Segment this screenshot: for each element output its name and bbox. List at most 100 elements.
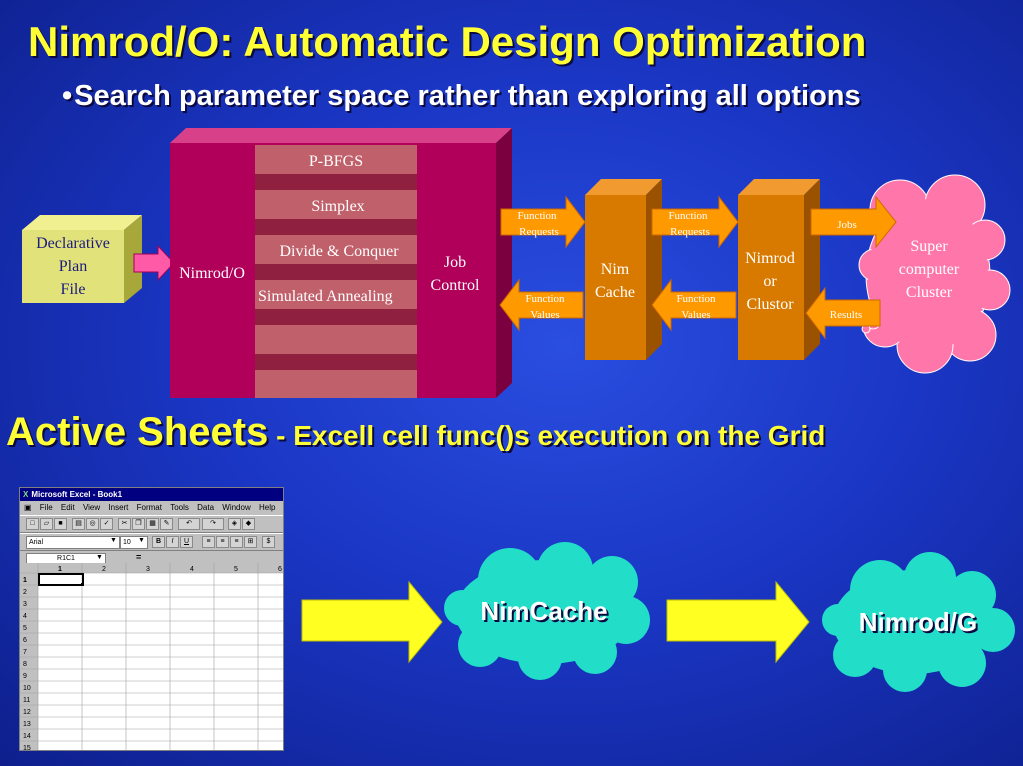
results-arrow: Results [805, 286, 881, 340]
function-values-arrow-2: Function Values [651, 278, 737, 332]
function-values-arrow-1: Function Values [499, 278, 584, 332]
row-header[interactable]: 6 [23, 637, 27, 644]
row-header[interactable]: 2 [23, 589, 27, 596]
menu-window[interactable]: Window [222, 503, 251, 512]
document-menu-icon[interactable]: ▣ [24, 503, 32, 512]
menu-data[interactable]: Data [197, 503, 215, 512]
column-header[interactable]: 3 [146, 566, 150, 573]
format-painter-icon[interactable]: ✎ [160, 518, 173, 530]
jobs-label: Jobs [837, 219, 857, 231]
formula-equals-button[interactable]: = [136, 552, 142, 562]
active-sheets-title: Active Sheets [6, 410, 269, 454]
menu-edit[interactable]: Edit [60, 503, 75, 512]
nimrodo-label: Nimrod/O [179, 265, 245, 282]
bold-icon[interactable]: B [152, 536, 165, 548]
align-right-icon[interactable]: ≡ [230, 536, 243, 548]
supercomputer-line3: Cluster [906, 284, 953, 301]
nimrod-clustor-box: Nimrod or Clustor [738, 179, 820, 360]
menu-insert[interactable]: Insert [108, 503, 129, 512]
hyperlink-icon[interactable]: ◈ [228, 518, 241, 530]
menu-tools[interactable]: Tools [170, 503, 189, 512]
align-center-icon[interactable]: ≡ [216, 536, 229, 548]
row-header[interactable]: 7 [23, 649, 27, 656]
function-requests-arrow-1: Function Requests [500, 195, 586, 249]
merge-center-icon[interactable]: ⊞ [244, 536, 257, 548]
size-dropdown-icon[interactable]: ▼ [138, 537, 145, 544]
algo-simplex: Simplex [311, 198, 364, 215]
nimrodo-module: P-BFGS Simplex Divide & Conquer Simulate… [170, 128, 512, 398]
print-preview-icon[interactable]: ◎ [86, 518, 99, 530]
excel-menubar: ▣ File Edit View Insert Format Tools Dat… [20, 501, 283, 515]
function-values-1-line2: Values [530, 309, 559, 321]
new-icon[interactable]: □ [26, 518, 39, 530]
italic-icon[interactable]: I [166, 536, 179, 548]
nimcache-cloud: NimCache [444, 542, 650, 680]
row-header[interactable]: 15 [23, 745, 31, 751]
function-values-2-line1: Function [676, 293, 716, 305]
underline-icon[interactable]: U [180, 536, 193, 548]
font-dropdown-icon[interactable]: ▼ [110, 537, 117, 544]
menu-view[interactable]: View [82, 503, 101, 512]
plan-file-box: Declarative Plan File [22, 215, 142, 303]
row-header[interactable]: 5 [23, 625, 27, 632]
bullet-icon: • [62, 80, 73, 112]
row-header[interactable]: 4 [23, 613, 27, 620]
function-requests-arrow-2: Function Requests [651, 195, 739, 249]
plan-file-line1: Declarative [36, 235, 110, 252]
algo-divide-conquer: Divide & Conquer [279, 243, 399, 260]
excel-title-text: Microsoft Excel - Book1 [31, 490, 123, 499]
column-header[interactable]: 1 [58, 566, 62, 573]
row-header[interactable]: 8 [23, 661, 27, 668]
namebox-dropdown-icon[interactable]: ▼ [96, 554, 103, 561]
nim-cache-box: Nim Cache [585, 179, 662, 360]
function-values-2-line2: Values [681, 309, 710, 321]
row-header[interactable]: 1 [23, 577, 27, 584]
nimrodg-cloud: Nimrod/G [822, 552, 1015, 692]
column-header[interactable]: 2 [102, 566, 106, 573]
open-icon[interactable]: ▱ [40, 518, 53, 530]
row-header[interactable]: 14 [23, 733, 31, 740]
paste-icon[interactable]: ▦ [146, 518, 159, 530]
row-header[interactable]: 13 [23, 721, 31, 728]
flow-arrow-2 [666, 580, 810, 664]
active-cell[interactable] [38, 573, 84, 586]
print-icon[interactable]: ▤ [72, 518, 85, 530]
undo-icon[interactable]: ↶ [178, 518, 200, 530]
row-header[interactable]: 9 [23, 673, 27, 680]
column-header[interactable]: 6 [278, 566, 282, 573]
menu-help[interactable]: Help [258, 503, 276, 512]
nim-cache-line1: Nim [601, 261, 630, 278]
save-icon[interactable]: ■ [54, 518, 67, 530]
menu-file[interactable]: File [39, 503, 53, 512]
subtitle-text: Search parameter space rather than explo… [74, 80, 861, 112]
formatting-toolbar: Arial ▼ 10 ▼ B I U ≡ ≡ ≡ ⊞ $ [20, 533, 283, 551]
function-requests-1-line2: Requests [519, 226, 559, 238]
row-header[interactable]: 10 [23, 685, 31, 692]
column-header[interactable]: 5 [234, 566, 238, 573]
currency-icon[interactable]: $ [262, 536, 275, 548]
plan-to-nimrodo-arrow [133, 244, 175, 282]
fill-handle[interactable] [81, 583, 84, 586]
font-size-select[interactable]: 10 [120, 536, 148, 549]
copy-icon[interactable]: ❐ [132, 518, 145, 530]
row-header[interactable]: 3 [23, 601, 27, 608]
row-header[interactable]: 12 [23, 709, 31, 716]
row-header[interactable]: 11 [23, 697, 30, 704]
menu-format[interactable]: Format [136, 503, 162, 512]
spelling-icon[interactable]: ✓ [100, 518, 113, 530]
font-name-select[interactable]: Arial [26, 536, 120, 549]
nimcache-label: NimCache [480, 596, 607, 626]
function-values-1-line1: Function [525, 293, 565, 305]
column-header[interactable]: 4 [190, 566, 194, 573]
nimrodg-label: Nimrod/G [859, 607, 977, 637]
align-left-icon[interactable]: ≡ [202, 536, 215, 548]
active-sheets-subtitle: - Excell cell func()s execution on the G… [268, 420, 826, 451]
web-toolbar-icon[interactable]: ◆ [242, 518, 255, 530]
redo-icon[interactable]: ↷ [202, 518, 224, 530]
cut-icon[interactable]: ✂ [118, 518, 131, 530]
function-requests-2-line2: Requests [670, 226, 710, 238]
